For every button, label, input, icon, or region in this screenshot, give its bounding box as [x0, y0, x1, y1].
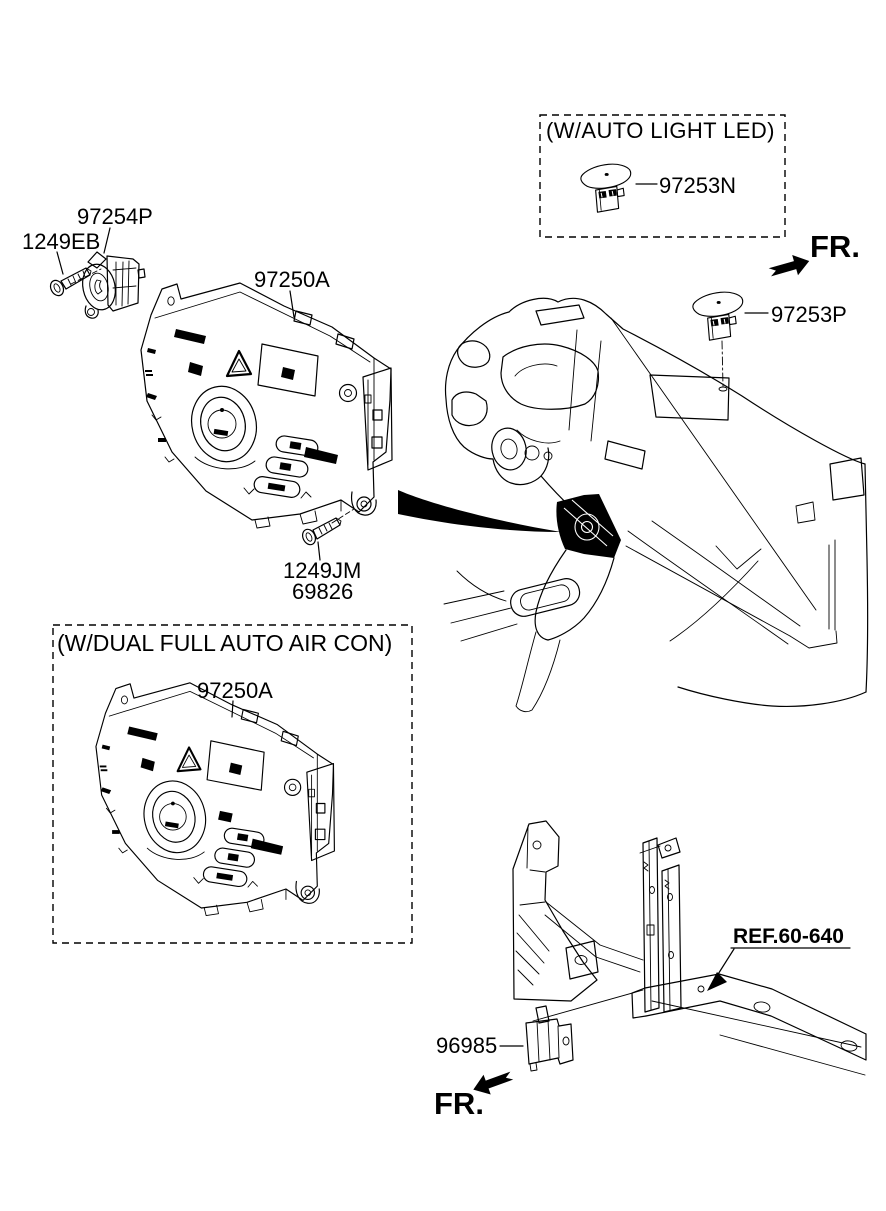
photo-sensor-97253p-drawing: [692, 291, 744, 341]
cowl-frame-drawing: [512, 820, 867, 1076]
fr-arrow-top-icon: [766, 250, 813, 283]
ref-label: REF.60-640: [733, 925, 844, 948]
callout-auto-light-box: (W/AUTO LIGHT LED) 97253N: [539, 114, 786, 238]
callout-dual-auto-box: (W/DUAL FULL AUTO AIR CON) 97250A: [52, 624, 413, 944]
screw-1249jm-drawing: [301, 517, 342, 546]
switch-97254p-drawing: [82, 251, 146, 319]
part-label-69826: 69826: [292, 579, 353, 604]
ambient-sensor-96985-drawing: [525, 1005, 574, 1072]
leader-97250a-main: [289, 290, 295, 318]
part-label-97254p: 97254P: [77, 204, 153, 229]
part-label-97250a-main: 97250A: [254, 267, 330, 292]
assembly-line-97253p: [721, 340, 724, 387]
dashboard-drawing: [443, 297, 869, 713]
ref-callout: REF.60-640: [707, 925, 851, 991]
part-label-96985: 96985: [436, 1033, 497, 1058]
part-label-97253n: 97253N: [659, 173, 736, 198]
console-control-highlight: [556, 494, 621, 558]
heater-control-dual-drawing: [94, 681, 336, 917]
part-label-1249eb: 1249EB: [22, 229, 100, 254]
assembly-line-96985: [532, 989, 644, 1022]
dual-button-glyph: [218, 810, 233, 823]
leader-97250a-dual: [231, 700, 234, 718]
fr-label-bottom: FR.: [434, 1086, 484, 1121]
front-direction-top: FR.: [766, 229, 860, 283]
fr-label-top: FR.: [810, 229, 860, 264]
assembly-line-1249eb: [70, 268, 102, 285]
dual-auto-box-border: [52, 624, 413, 944]
leader-1249jm: [317, 541, 321, 561]
ref-arrowhead: [707, 972, 727, 991]
sensor-mount-point: [718, 386, 728, 392]
assembly-line-1249jm: [331, 508, 355, 524]
photo-sensor-97253n-drawing: [580, 163, 632, 213]
auto-light-box-title: (W/AUTO LIGHT LED): [546, 118, 775, 143]
part-label-97250a-dual: 97250A: [197, 678, 273, 703]
location-swoosh-arrow: [398, 490, 561, 532]
part-label-1249jm: 1249JM: [283, 558, 361, 583]
part-label-97253p: 97253P: [771, 302, 847, 327]
dual-auto-box-title: (W/DUAL FULL AUTO AIR CON): [57, 630, 392, 656]
heater-control-main-drawing: [139, 281, 394, 530]
leader-1249eb: [56, 251, 64, 275]
front-direction-bottom: FR.: [434, 1065, 516, 1121]
auto-light-box-border: [539, 114, 786, 238]
leader-97254p: [103, 227, 111, 254]
